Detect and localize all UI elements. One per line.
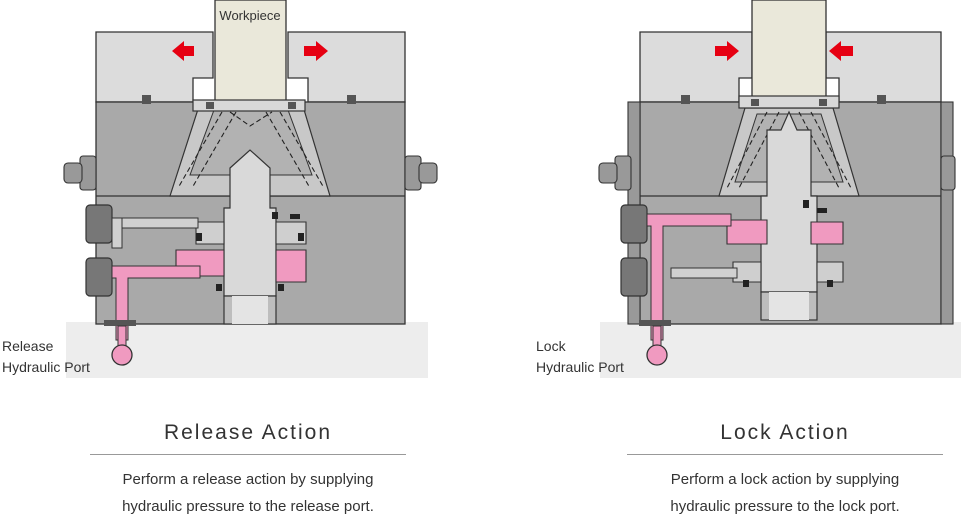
right-lock-arrow [829,41,853,61]
left-lock-arrow [715,41,739,61]
lock-action-panel: Lock Hydraulic Port Lock Action Perform … [481,0,961,518]
release-divider [90,454,406,455]
right-jaw [287,31,406,103]
release-description: Perform a release action by supplying hy… [122,471,374,515]
release-port-label: Release Hydraulic Port [2,338,90,375]
workpiece [751,0,827,104]
piston [223,149,277,297]
release-port-bulb [111,344,133,366]
release-action-panel: Workpiece Release Hydraulic Port Release… [0,0,480,518]
lock-action-title: Lock Action [720,421,850,444]
lock-clamp-cross-section [598,0,961,378]
lock-port-bulb [646,344,668,366]
left-release-arrow [172,41,194,61]
release-action-title: Release Action [163,421,333,444]
workpiece [214,0,287,104]
left-jaw [639,31,753,103]
lock-port-label: Lock Hydraulic Port [536,338,624,375]
right-release-arrow [304,41,328,61]
right-jaw [825,31,942,103]
left-jaw [95,31,214,103]
lock-description: Perform a lock action by supplying hydra… [670,471,900,515]
lock-divider [627,454,943,455]
workpiece-label: Workpiece [219,8,280,23]
release-clamp-cross-section: Workpiece [63,0,438,378]
